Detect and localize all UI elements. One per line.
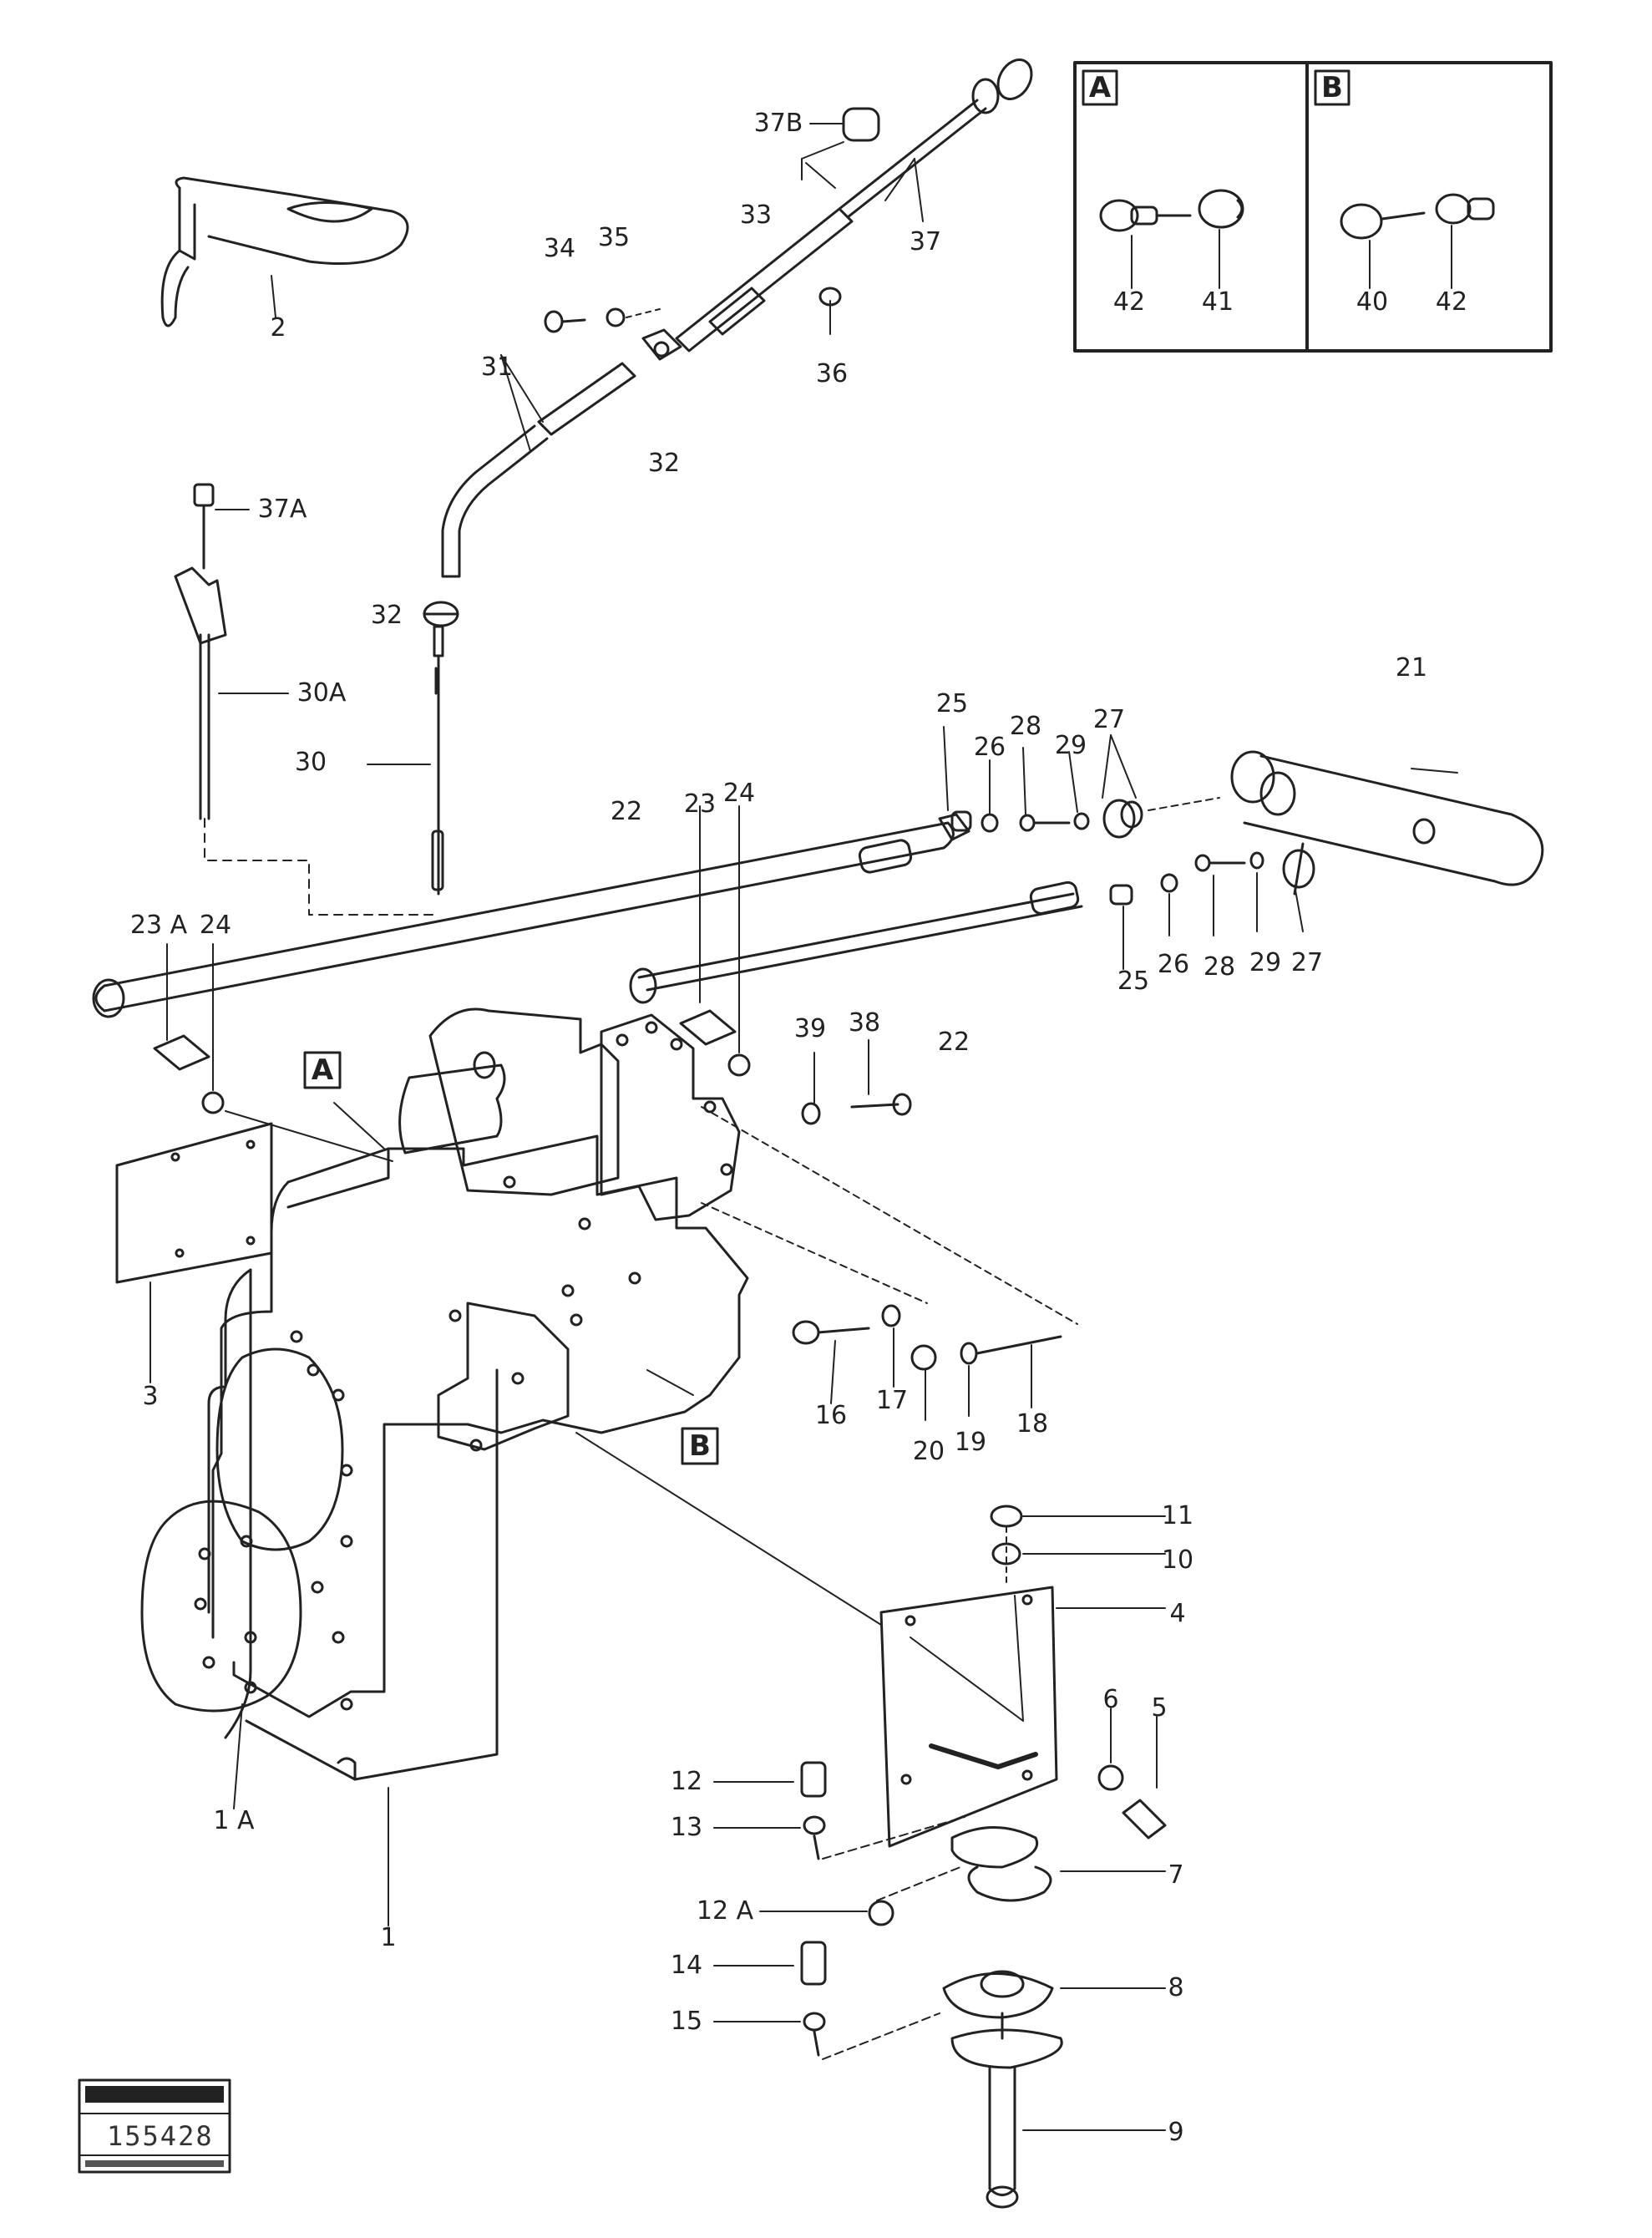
detail-a-parts xyxy=(1099,189,1244,289)
part-label-16: 16 xyxy=(814,1401,848,1430)
part-label-18: 18 xyxy=(1016,1409,1049,1439)
part-label-13: 13 xyxy=(670,1813,703,1842)
part-label-40: 40 xyxy=(1356,287,1389,317)
part-label-3: 3 xyxy=(142,1382,159,1411)
part-label-25a: 25 xyxy=(935,689,969,718)
part-label-29b: 29 xyxy=(1249,948,1282,977)
part-label-23a: 23 A xyxy=(129,911,188,940)
part-label-34: 34 xyxy=(543,234,576,263)
bolts-and-nuts xyxy=(792,1039,1062,1421)
part-label-7: 7 xyxy=(1168,1860,1184,1890)
part-label-1a: 1 A xyxy=(213,1806,255,1835)
part-label-24a: 24 xyxy=(199,911,232,940)
detail-b-marker-box xyxy=(681,1427,719,1465)
part-label-26a: 26 xyxy=(973,733,1006,762)
part-label-32a: 32 xyxy=(647,449,681,478)
part-label-12: 12 xyxy=(670,1767,703,1796)
part-label-9: 9 xyxy=(1168,2118,1184,2147)
part-label-36: 36 xyxy=(815,359,849,388)
engine-mount-assembly xyxy=(713,1505,1167,2209)
part-label-30a: 30A xyxy=(296,678,347,708)
part-label-12a: 12 A xyxy=(696,1896,754,1926)
dipstick-assembly xyxy=(174,483,435,916)
mounting-brackets xyxy=(153,805,751,1162)
drawing-number: 155428 xyxy=(107,2120,214,2152)
part-label-37: 37 xyxy=(909,227,942,256)
part-label-15: 15 xyxy=(670,2007,703,2036)
housing-detail-b-label: B xyxy=(689,1429,711,1463)
detail-a-label: A xyxy=(1088,71,1112,104)
part-label-4: 4 xyxy=(1169,1599,1186,1628)
detail-b-label: B xyxy=(1321,71,1343,104)
part-label-42a: 42 xyxy=(1112,287,1146,317)
detail-a-marker-box xyxy=(303,1051,342,1089)
part-label-1: 1 xyxy=(380,1923,397,1952)
gear-lever-knob xyxy=(160,176,409,327)
part-label-8: 8 xyxy=(1168,1973,1184,2002)
part-label-37b: 37B xyxy=(753,109,803,138)
cover-plate xyxy=(115,1122,273,1383)
part-label-2: 2 xyxy=(270,313,286,343)
part-label-35: 35 xyxy=(597,223,631,252)
part-label-10: 10 xyxy=(1161,1545,1194,1575)
part-label-30: 30 xyxy=(294,748,327,777)
part-label-25b: 25 xyxy=(1117,967,1150,996)
part-label-23: 23 xyxy=(683,789,717,819)
part-label-11: 11 xyxy=(1161,1501,1194,1530)
part-label-28b: 28 xyxy=(1203,952,1236,982)
part-label-31: 31 xyxy=(480,353,514,382)
cylinder-rods xyxy=(92,821,1083,1018)
part-label-14: 14 xyxy=(670,1951,703,1980)
part-label-26b: 26 xyxy=(1157,950,1190,979)
part-label-20: 20 xyxy=(912,1437,945,1466)
part-label-19: 19 xyxy=(954,1428,987,1457)
detail-box-group xyxy=(1073,61,1553,353)
detail-b-parts xyxy=(1340,193,1495,289)
part-label-24b: 24 xyxy=(722,779,756,808)
housing-detail-a-label: A xyxy=(311,1053,334,1087)
fittings-set xyxy=(938,726,1315,970)
part-label-5: 5 xyxy=(1151,1693,1168,1723)
part-label-17: 17 xyxy=(875,1386,909,1415)
drawing-stamp xyxy=(78,2078,231,2174)
part-label-6: 6 xyxy=(1102,1685,1119,1714)
part-label-22b: 22 xyxy=(937,1028,970,1057)
transmission-housing xyxy=(140,1007,1078,1926)
part-label-29a: 29 xyxy=(1054,731,1087,760)
part-label-27a: 27 xyxy=(1092,705,1126,734)
part-label-33: 33 xyxy=(739,200,773,230)
part-label-28a: 28 xyxy=(1009,712,1042,741)
part-label-38: 38 xyxy=(848,1008,881,1038)
part-label-41: 41 xyxy=(1201,287,1234,317)
part-label-39: 39 xyxy=(793,1014,827,1043)
hydraulic-cylinder xyxy=(1230,750,1544,886)
part-label-22a: 22 xyxy=(610,797,643,826)
part-label-27b: 27 xyxy=(1290,948,1324,977)
part-label-42b: 42 xyxy=(1435,287,1468,317)
part-label-32b: 32 xyxy=(370,601,403,630)
part-label-21: 21 xyxy=(1395,653,1428,683)
part-label-37a: 37A xyxy=(257,495,307,524)
upper-linkage xyxy=(367,58,1033,896)
